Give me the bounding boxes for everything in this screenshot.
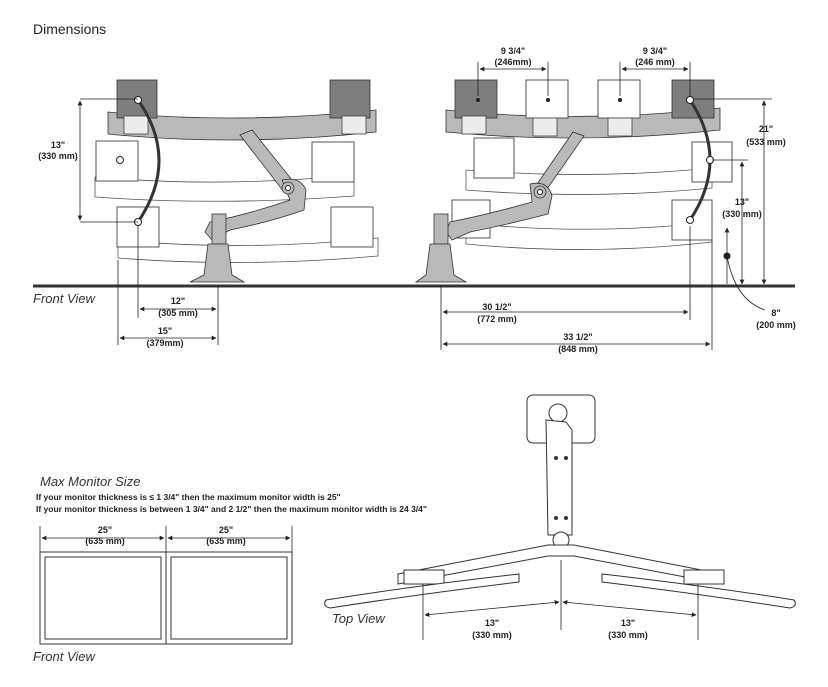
left-monitor-middle-position xyxy=(95,140,139,182)
monitor-1-dot xyxy=(476,98,480,102)
mount-2 xyxy=(532,117,558,137)
dimension-value: 12" xyxy=(171,296,185,306)
dimension-value: 21" xyxy=(759,124,773,134)
max-monitor-left-screen xyxy=(44,556,162,640)
dimension-value: 9 3/4" xyxy=(643,46,667,56)
crossbar-top-view xyxy=(397,544,723,585)
left-monitor-mount-top xyxy=(123,115,149,135)
thickness-note-1: If your monitor thickness is ≤ 1 3/4" th… xyxy=(36,492,341,502)
arm-marker xyxy=(554,456,558,460)
dimension-value-mm: (305 mm) xyxy=(158,308,198,318)
monitor-2-top xyxy=(525,79,569,119)
desk-clamp-base xyxy=(189,243,246,283)
articulating-arm-right xyxy=(445,182,553,241)
mount-3 xyxy=(607,117,633,137)
pivot-point-top xyxy=(134,96,142,104)
dimension-value-mm: (533 mm) xyxy=(746,137,786,147)
monitor-3-top xyxy=(597,79,641,119)
left-height-dimension: 13" (330 mm) xyxy=(38,98,138,223)
width-dimensions-right: 30 1/2" (772 mm) 33 1/2" (848 mm) xyxy=(440,226,713,354)
articulating-arm xyxy=(204,178,307,241)
mount-1 xyxy=(461,115,487,135)
monitor-top-view-right xyxy=(601,573,796,609)
dimension-value: 15" xyxy=(158,326,172,336)
width-dimensions-left: 12" (305 mm) 15" (379mm) xyxy=(117,225,219,348)
dimension-value: 13" xyxy=(621,618,635,628)
right-monitor-mount-top xyxy=(341,115,367,135)
dimension-value-mm: (330 mm) xyxy=(722,209,762,219)
right-height-dimensions: 21" (533 mm) 13" (330 mm) 8" (200 mm) xyxy=(694,98,796,330)
clamp-pivot xyxy=(548,403,568,423)
dimension-value-mm: (246 mm) xyxy=(635,57,675,67)
arm-marker xyxy=(564,456,568,460)
pivot-point-top-right xyxy=(686,96,694,104)
right-monitor-top-position xyxy=(329,79,371,119)
monitor-2-dot xyxy=(546,98,550,102)
dimension-value: 13" xyxy=(735,197,749,207)
dimension-value-mm: (635 mm) xyxy=(206,536,246,546)
dimension-value: 9 3/4" xyxy=(501,46,525,56)
monitor-1-middle xyxy=(473,137,515,179)
dimension-value: 25" xyxy=(219,525,233,535)
max-monitor-right-screen xyxy=(170,556,288,640)
clamp-post-right xyxy=(433,213,449,245)
arm-joint-center-right xyxy=(537,189,543,195)
dimension-value-mm: (848 mm) xyxy=(558,344,598,354)
support-pole-right xyxy=(534,131,585,193)
max-monitor-size-section: Max Monitor Size If your monitor thickne… xyxy=(33,474,427,664)
arm-marker xyxy=(564,516,568,520)
desk-clamp-base-right xyxy=(414,243,468,283)
dimension-value-mm: (379mm) xyxy=(146,338,183,348)
right-monitor-middle-position xyxy=(311,141,355,183)
dimension-value: 33 1/2" xyxy=(563,332,592,342)
drop-leader xyxy=(726,255,766,311)
monitor-3-dot xyxy=(618,98,622,102)
right-monitor-low-position xyxy=(330,206,374,248)
dimension-value-mm: (330 mm) xyxy=(608,630,648,640)
pivot-point-middle xyxy=(116,156,124,164)
dimension-value-mm: (330 mm) xyxy=(38,151,78,161)
dimension-value-mm: (635 mm) xyxy=(85,536,125,546)
dimension-value: 25" xyxy=(98,525,112,535)
middle-crossbar-outline xyxy=(94,174,355,202)
front-view-caption-bottom: Front View xyxy=(33,649,97,664)
max-monitor-heading: Max Monitor Size xyxy=(40,474,140,489)
lower-crossbar-outline xyxy=(117,237,379,263)
max-monitor-left xyxy=(39,551,167,645)
mount-top-view-left xyxy=(403,569,445,585)
arm-marker xyxy=(554,516,558,520)
front-view-four-monitor-drawing xyxy=(414,79,733,283)
upper-crossbar xyxy=(107,109,377,141)
height-adjust-arc xyxy=(136,99,161,223)
dimension-value: 8" xyxy=(771,308,780,318)
monitor-spacing-dimensions: 9 3/4" (246mm) 9 3/4" (246 mm) xyxy=(477,46,691,96)
clamp-post xyxy=(211,213,227,245)
pivot-point-low-right xyxy=(686,216,694,224)
arm-joint-center xyxy=(285,185,291,191)
dimension-value-mm: (246mm) xyxy=(494,57,531,67)
page-title: Dimensions xyxy=(33,21,106,37)
arm-top-view xyxy=(545,419,573,536)
dimension-value: 13" xyxy=(485,618,499,628)
monitor-1-top xyxy=(454,79,498,119)
dimension-arrow xyxy=(562,600,697,617)
dimension-value: 30 1/2" xyxy=(482,302,511,312)
drop-marker xyxy=(723,252,731,260)
max-monitor-right xyxy=(165,551,293,645)
monitor-top-view-left xyxy=(324,573,520,609)
dimension-value-mm: (772 mm) xyxy=(477,314,517,324)
top-view-drawing: 13" (330 mm) 13" (330 mm) Top View xyxy=(324,394,796,640)
top-view-caption: Top View xyxy=(332,611,386,626)
dimension-arrow xyxy=(424,600,560,617)
dimension-value-mm: (200 mm) xyxy=(756,320,796,330)
mount-top-view-right xyxy=(683,569,725,585)
thickness-note-2: If your monitor thickness is between 1 3… xyxy=(36,504,427,514)
front-view-caption-top: Front View xyxy=(33,291,97,306)
dimension-value-mm: (330 mm) xyxy=(472,630,512,640)
dimension-value: 13" xyxy=(51,140,65,150)
front-view-two-monitor-drawing xyxy=(94,79,379,283)
